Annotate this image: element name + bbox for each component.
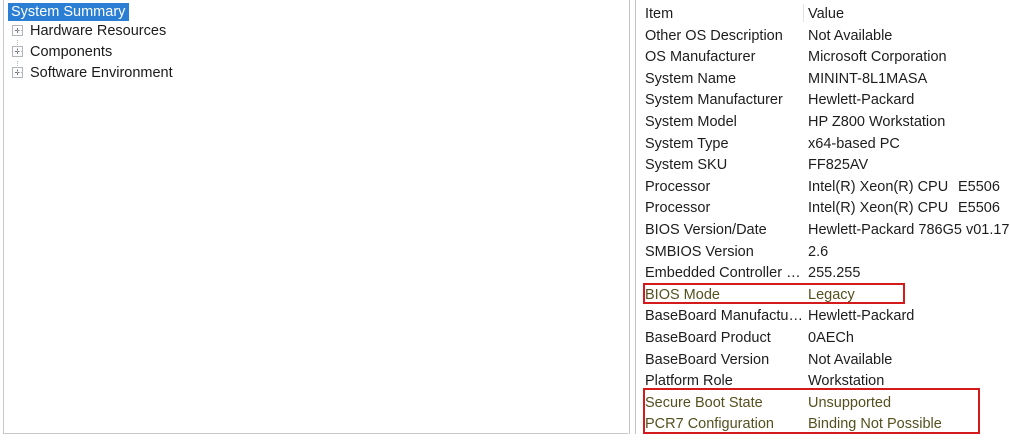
- details-row-item: BIOS Mode: [645, 286, 720, 303]
- details-row-item: BaseBoard Product: [645, 329, 771, 346]
- details-row-item: System Name: [645, 70, 737, 87]
- tree-item-components-label: Components: [30, 44, 113, 60]
- tree-item-software-environment-label: Software Environment: [30, 65, 173, 81]
- details-row-value: Hewlett-Packard: [808, 92, 915, 109]
- details-row-value: x64-based PC: [808, 135, 900, 152]
- details-row[interactable]: System Name MININT-8L1MASA: [637, 69, 1010, 91]
- tree-connector-line: [17, 30, 23, 31]
- details-row-value: 255.255: [808, 265, 861, 282]
- details-row[interactable]: BIOS Version/Date Hewlett-Packard 786G5 v…: [637, 220, 1010, 242]
- details-row-value: 0AECh: [808, 329, 854, 346]
- details-row[interactable]: System Manufacturer Hewlett-Packard: [637, 90, 1010, 112]
- details-row-item: BaseBoard Version: [645, 351, 770, 368]
- details-row-item: Processor: [645, 178, 711, 195]
- splitter-line-right: [635, 0, 636, 434]
- column-header-item[interactable]: Item: [645, 6, 674, 22]
- details-row-value: Not Available: [808, 351, 893, 368]
- details-row[interactable]: System SKU FF825AV: [637, 155, 1010, 177]
- details-row[interactable]: BIOS Mode Legacy: [637, 285, 1010, 307]
- details-row[interactable]: Other OS Description Not Available: [637, 26, 1010, 48]
- details-row-value: Intel(R) Xeon(R) CPU: [808, 200, 949, 217]
- tree-connector-line: [17, 61, 18, 73]
- details-row-value: Workstation: [808, 373, 885, 390]
- splitter-line-left: [629, 0, 630, 434]
- details-row-value: Hewlett-Packard 786G5 v01.17, 8/: [808, 221, 1010, 238]
- details-row-item: BaseBoard Manufacturer: [645, 308, 805, 325]
- details-row-item: Processor: [645, 200, 711, 217]
- details-row-value: Intel(R) Xeon(R) CPU: [808, 178, 949, 195]
- details-row-item: OS Manufacturer: [645, 49, 756, 66]
- details-row-item: BIOS Version/Date: [645, 221, 767, 238]
- details-row[interactable]: OS Manufacturer Microsoft Corporation: [637, 47, 1010, 69]
- details-row[interactable]: System Model HP Z800 Workstation: [637, 112, 1010, 134]
- details-row-value: Binding Not Possible: [808, 416, 942, 433]
- tree-item-software-environment[interactable]: Software Environment: [4, 61, 628, 83]
- details-row[interactable]: Processor Intel(R) Xeon(R) CPU E5506: [637, 198, 1010, 220]
- tree-item-hardware-resources-label: Hardware Resources: [30, 23, 167, 39]
- details-row-item: PCR7 Configuration: [645, 416, 774, 433]
- details-row[interactable]: System Type x64-based PC: [637, 134, 1010, 156]
- details-row-item: System Manufacturer: [645, 92, 783, 109]
- column-header-value[interactable]: Value: [808, 6, 845, 22]
- tree-connector-line: [17, 72, 23, 73]
- details-row-item: SMBIOS Version: [645, 243, 754, 260]
- tree-item-system-summary-label: System Summary: [8, 3, 130, 21]
- details-row[interactable]: BaseBoard Product 0AECh: [637, 328, 1010, 350]
- details-row-item: Other OS Description: [645, 27, 783, 44]
- details-row-value: 2.6: [808, 243, 829, 260]
- tree-item-hardware-resources[interactable]: Hardware Resources: [4, 21, 628, 41]
- details-row[interactable]: BaseBoard Version Not Available: [637, 350, 1010, 372]
- tree-connector-line: [17, 40, 18, 52]
- details-row-item: Platform Role: [645, 373, 733, 390]
- details-row-item: Embedded Controller V...: [645, 265, 805, 282]
- details-row[interactable]: Embedded Controller V...255.255: [637, 263, 1010, 285]
- details-row-value-overflow: E5506: [958, 200, 1000, 217]
- details-row[interactable]: PCR7 Configuration Binding Not Possible: [637, 414, 1010, 434]
- details-row-item: System SKU: [645, 157, 728, 174]
- details-row-item: System Model: [645, 113, 737, 130]
- details-row[interactable]: Processor Intel(R) Xeon(R) CPU E5506: [637, 177, 1010, 199]
- details-row-value: MININT-8L1MASA: [808, 70, 928, 87]
- details-header-row: Item Value: [637, 4, 1010, 26]
- details-row-item: System Type: [645, 135, 729, 152]
- navigation-tree-pane[interactable]: System Summary Hardware Resources Compon…: [3, 0, 628, 434]
- details-row-value: Legacy: [808, 286, 855, 303]
- column-separator[interactable]: [803, 4, 804, 22]
- details-row-value: Unsupported: [808, 394, 892, 411]
- details-row[interactable]: Platform Role Workstation: [637, 371, 1010, 393]
- details-row-value: Microsoft Corporation: [808, 49, 947, 66]
- details-row-value: Hewlett-Packard: [808, 308, 915, 325]
- details-row-value-overflow: E5506: [958, 178, 1000, 195]
- tree-item-system-summary[interactable]: System Summary: [4, 0, 628, 21]
- details-row-value: HP Z800 Workstation: [808, 113, 946, 130]
- tree-connector-line: [17, 51, 23, 52]
- details-row-item: Secure Boot State: [645, 394, 763, 411]
- tree-item-components[interactable]: Components: [4, 40, 628, 62]
- details-row-value: FF825AV: [808, 157, 869, 174]
- details-row[interactable]: SMBIOS Version 2.6: [637, 242, 1010, 264]
- details-row-value: Not Available: [808, 27, 893, 44]
- pane-splitter[interactable]: [629, 0, 637, 434]
- details-row[interactable]: Secure Boot State Unsupported: [637, 393, 1010, 415]
